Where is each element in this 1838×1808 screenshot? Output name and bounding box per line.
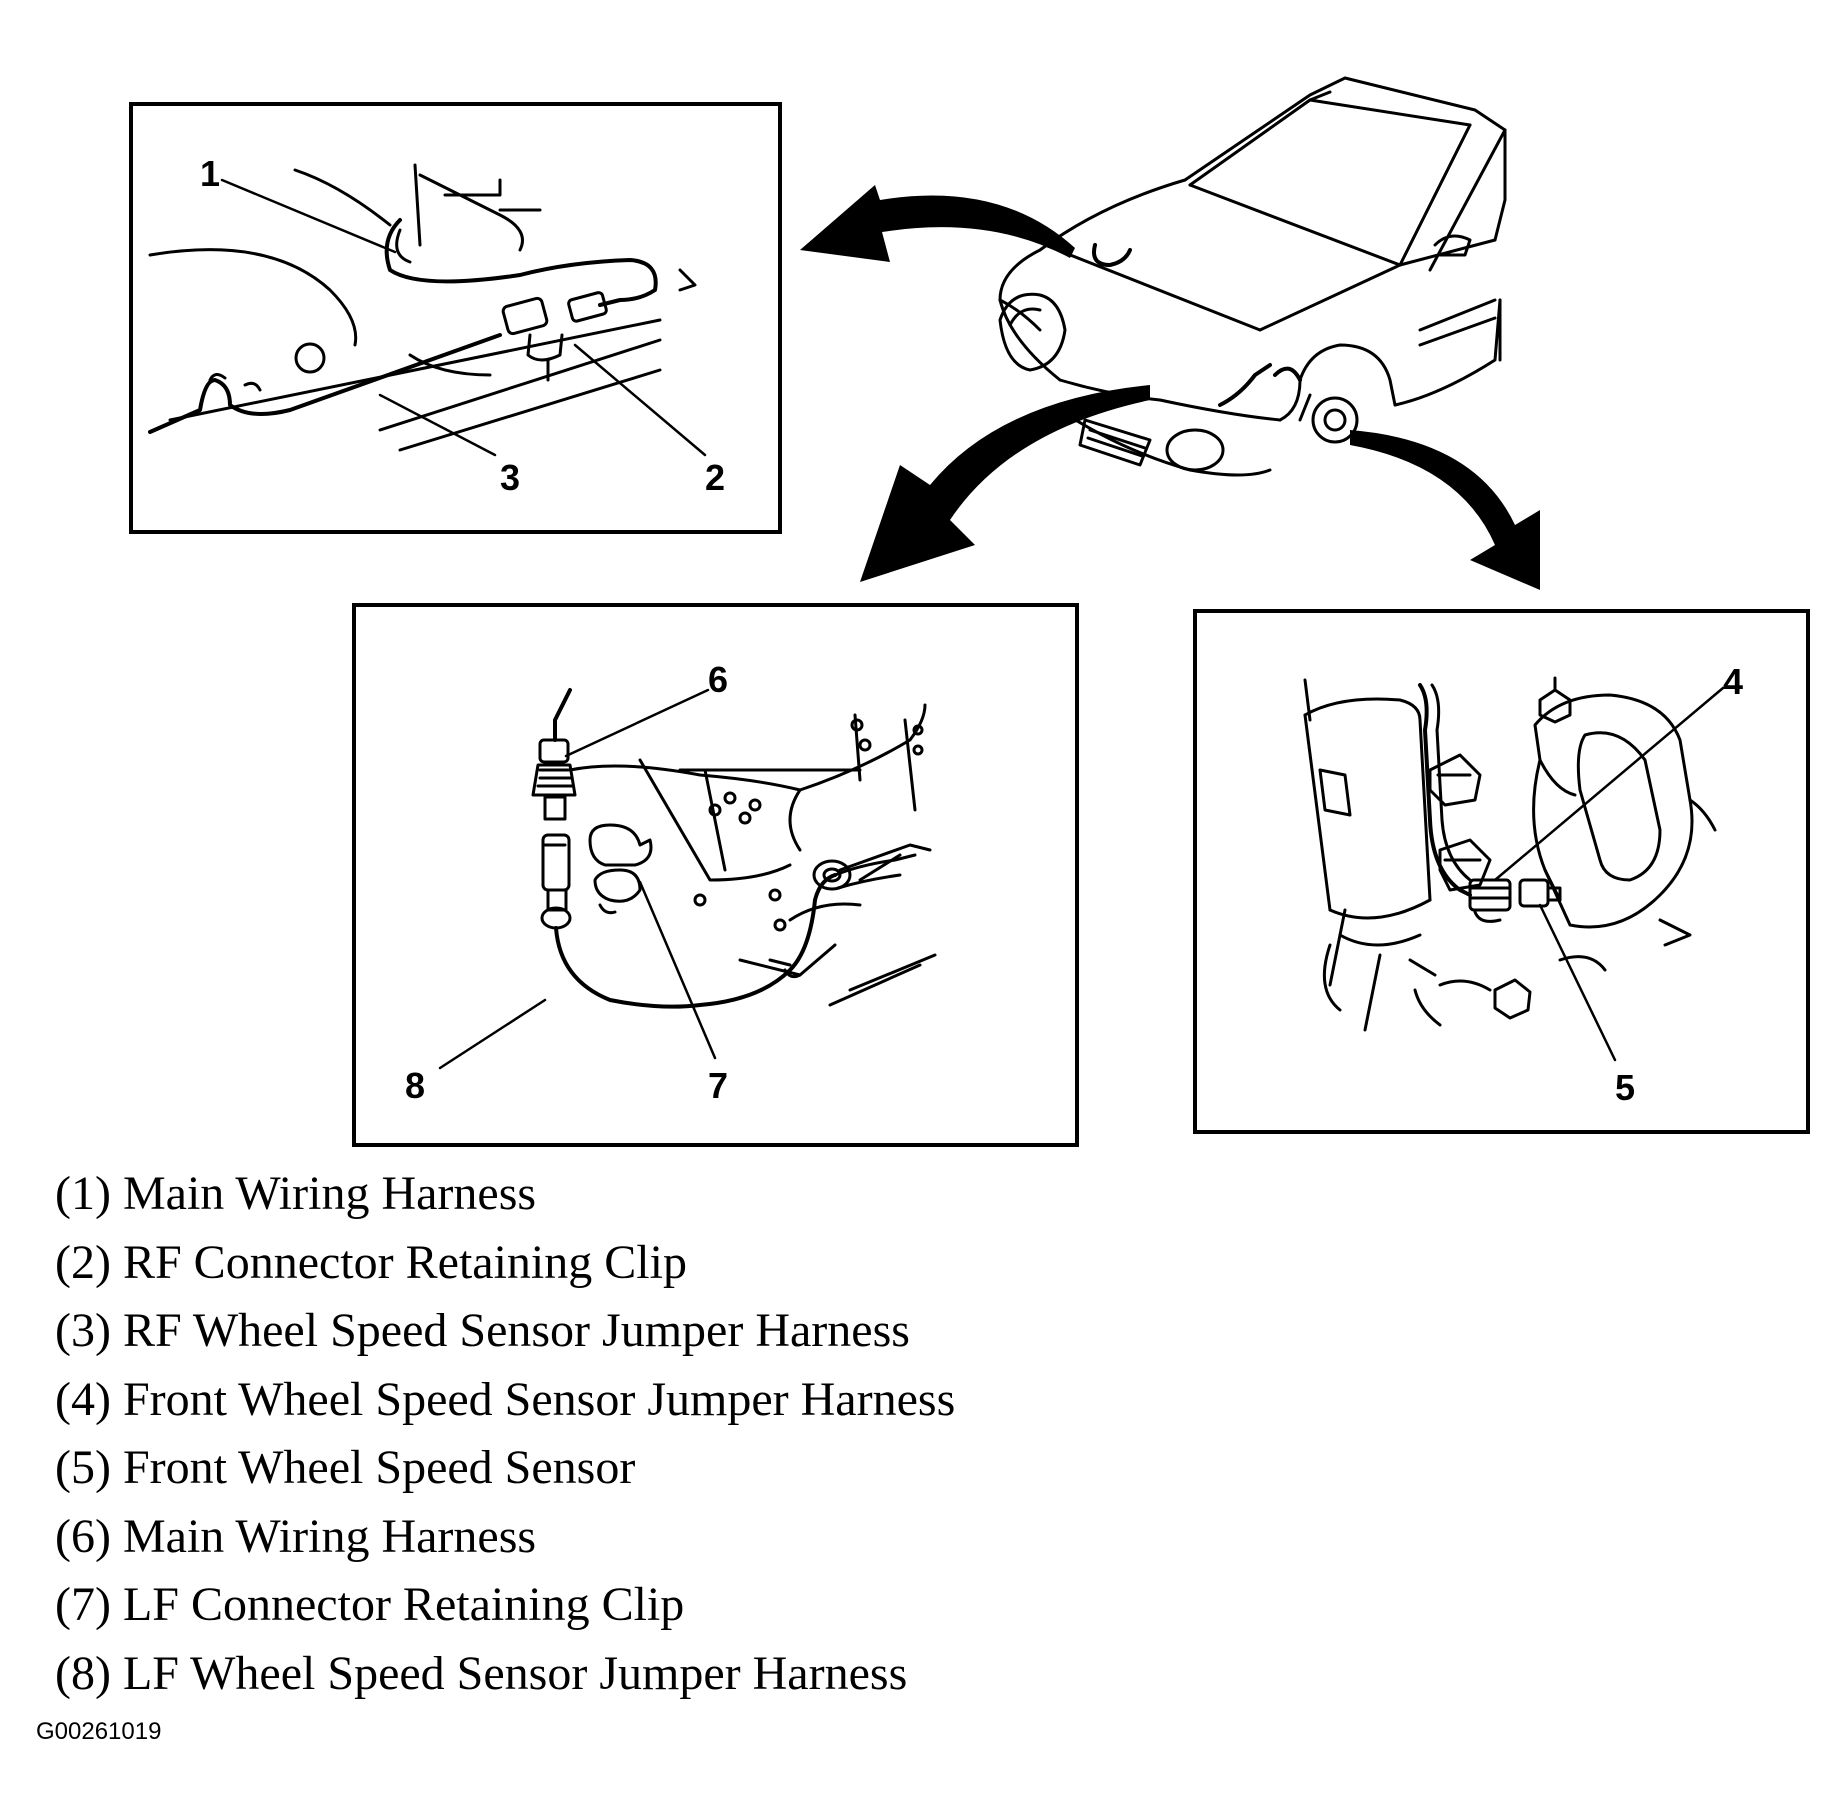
legend-item-7: (7) LF Connector Retaining Clip [55, 1578, 685, 1631]
rf-detail-view: 1 3 2 [129, 102, 782, 534]
lf-detail-view: 6 7 8 [352, 603, 1079, 1147]
vehicle-overview [998, 76, 1507, 477]
legend-item-3: (3) RF Wheel Speed Sensor Jumper Harness [55, 1304, 910, 1357]
callout-1: 1 [200, 153, 220, 194]
legend-item-1: (1) Main Wiring Harness [55, 1167, 537, 1220]
arrow-to-sensor-view [1350, 430, 1540, 590]
arrow-to-lf-view [860, 385, 1150, 582]
callout-2: 2 [705, 457, 725, 498]
callout-5: 5 [1615, 1067, 1635, 1108]
callout-3: 3 [500, 457, 520, 498]
legend-item-6: (6) Main Wiring Harness [55, 1509, 537, 1563]
sensor-detail-frame [1193, 609, 1810, 1134]
callout-7: 7 [708, 1065, 728, 1106]
callout-arrows [800, 185, 1540, 590]
arrow-to-rf-view [800, 185, 1075, 262]
callout-6: 6 [708, 659, 728, 700]
legend-item-2: (2) RF Connector Retaining Clip [55, 1235, 687, 1289]
legend-item-4: (4) Front Wheel Speed Sensor Jumper Harn… [55, 1372, 956, 1426]
callout-8: 8 [405, 1065, 425, 1106]
callout-4: 4 [1723, 661, 1743, 702]
legend-item-5: (5) Front Wheel Speed Sensor [55, 1441, 636, 1494]
lf-detail-frame [352, 603, 1079, 1147]
figure-id: G00261019 [36, 1718, 162, 1745]
parts-legend: (1) Main Wiring Harness (2) RF Connector… [55, 1160, 955, 1708]
rf-detail-frame [129, 102, 782, 534]
sensor-detail-view: 4 5 [1193, 609, 1810, 1134]
legend-item-8: (8) LF Wheel Speed Sensor Jumper Harness [55, 1646, 908, 1700]
